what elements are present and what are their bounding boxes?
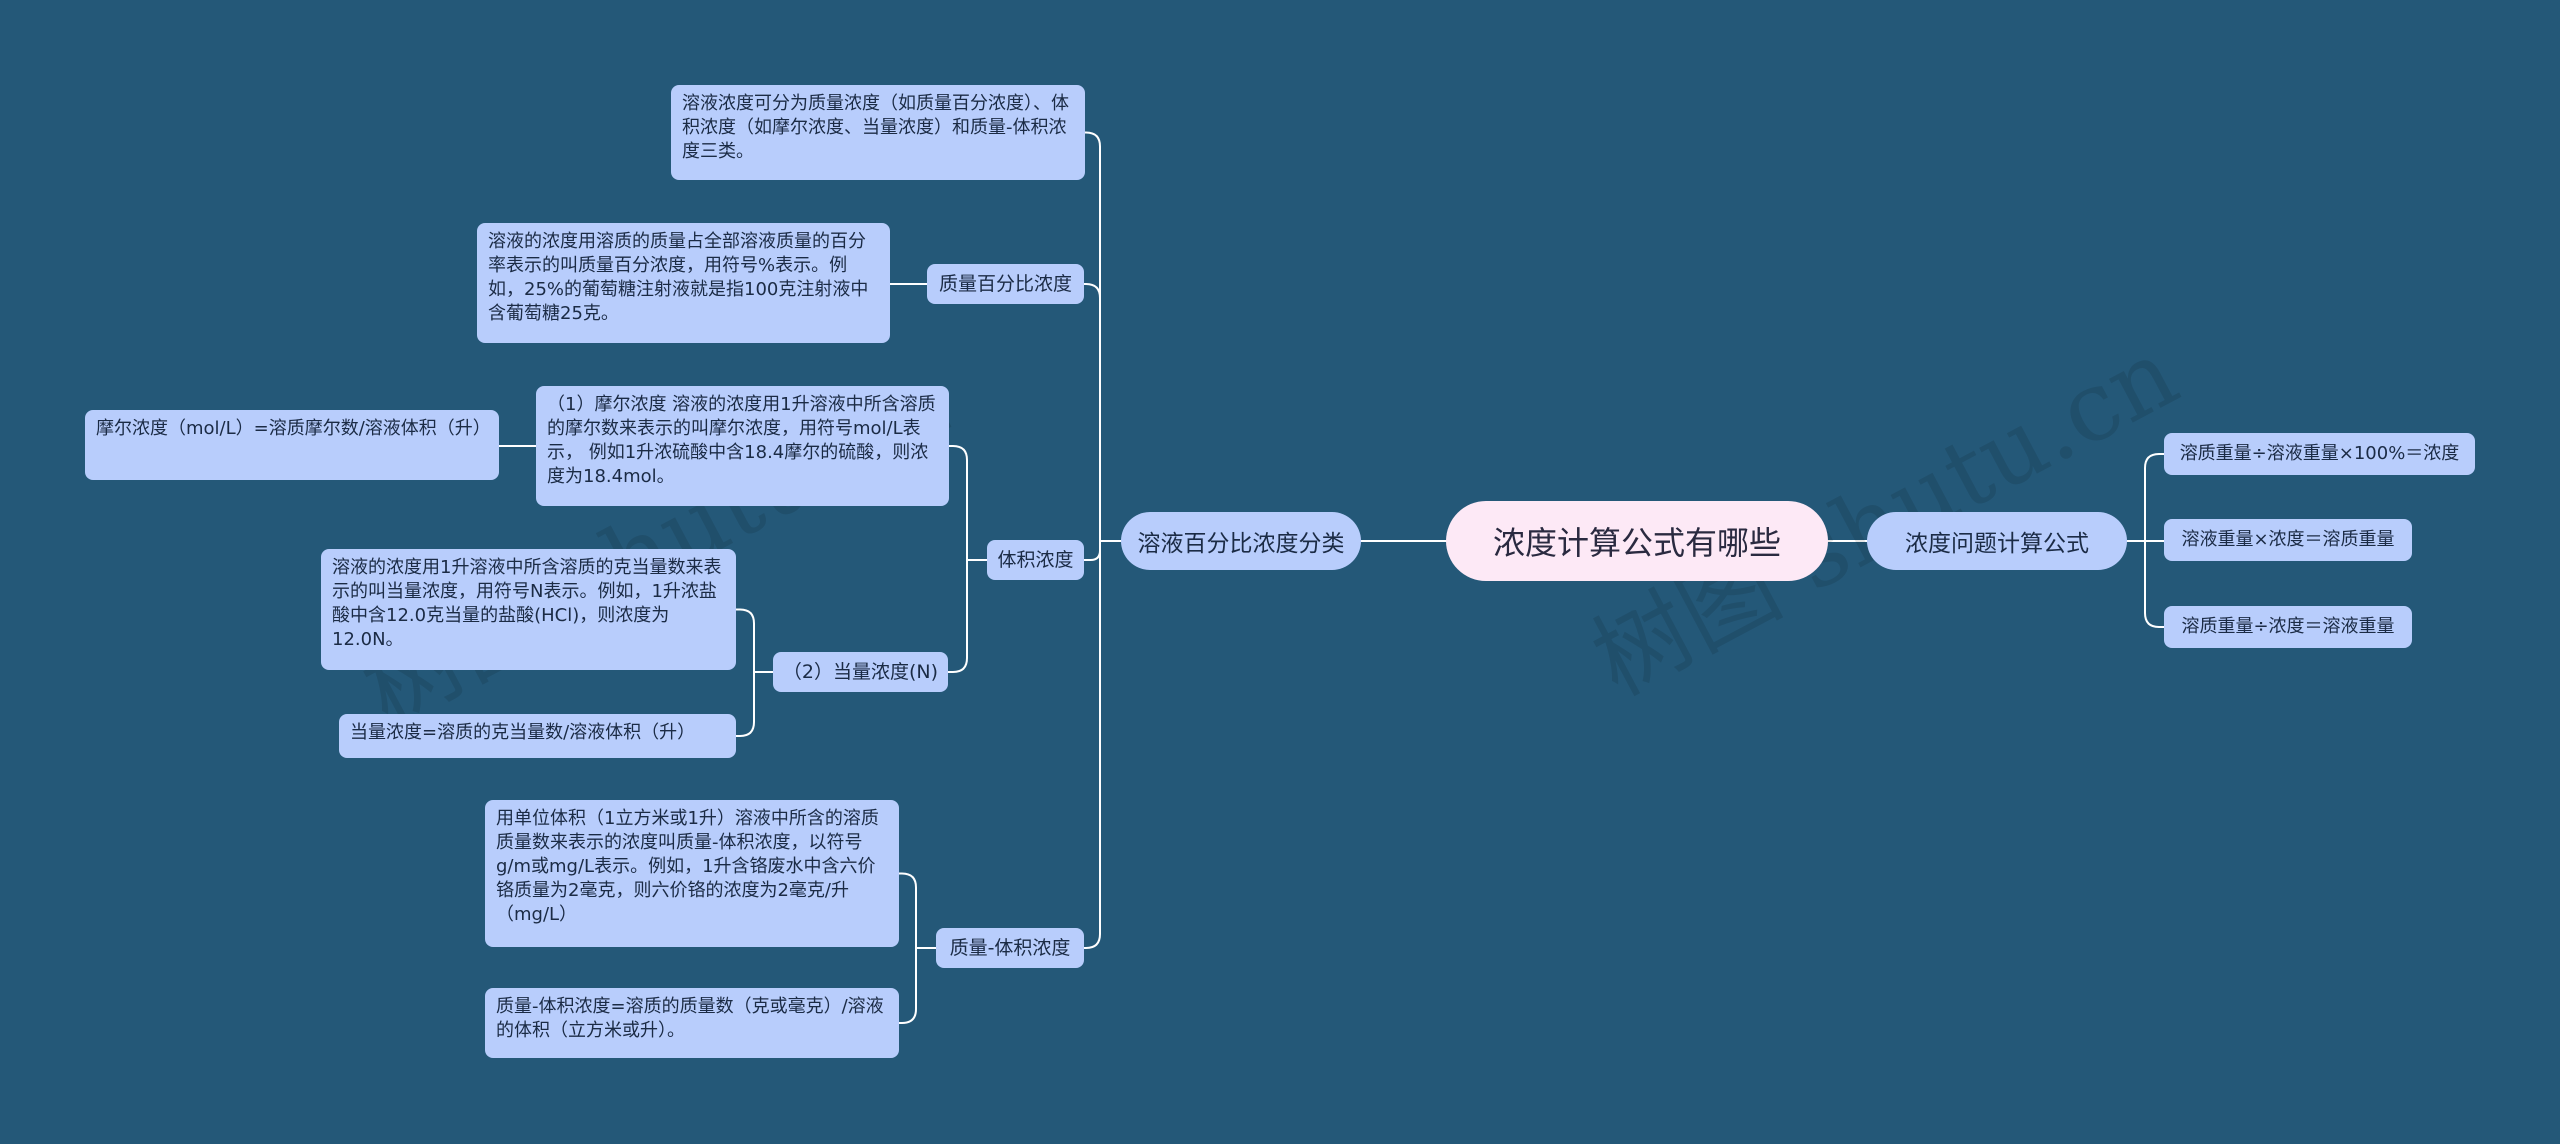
normal-concentration-node[interactable]: （2）当量浓度(N) [773, 652, 948, 692]
mass-percent-desc-node[interactable]: 溶液的浓度用溶质的质量占全部溶液质量的百分率表示的叫质量百分浓度，用符号%表示。… [477, 223, 890, 343]
mass-volume-formula-node[interactable]: 质量-体积浓度=溶质的质量数（克或毫克）/溶液的体积（立方米或升）。 [485, 988, 899, 1058]
molar-desc-node[interactable]: （1）摩尔浓度 溶液的浓度用1升溶液中所含溶质的摩尔数来表示的叫摩尔浓度，用符号… [536, 386, 949, 506]
calculation-formula-node[interactable]: 浓度问题计算公式 [1867, 512, 2127, 570]
mass-volume-link-1 [898, 947, 917, 1024]
left-branch-link-3 [1083, 540, 1101, 949]
mass-volume-link-0 [898, 872, 917, 949]
right-branch-link-2 [2144, 540, 2165, 628]
formula-item-solute-weight[interactable]: 溶液重量×浓度＝溶质重量 [2164, 519, 2412, 561]
molar-formula-node[interactable]: 摩尔浓度（mol/L）=溶质摩尔数/溶液体积（升） [85, 410, 499, 480]
volume-concentration-node[interactable]: 体积浓度 [987, 540, 1084, 580]
formula-item-concentration[interactable]: 溶质重量÷溶液重量×100%＝浓度 [2164, 433, 2475, 475]
intro-node[interactable]: 溶液浓度可分为质量浓度（如质量百分浓度）、体积浓度（如摩尔浓度、当量浓度）和质量… [671, 85, 1085, 180]
normal-desc-node[interactable]: 溶液的浓度用1升溶液中所含溶质的克当量数来表示的叫当量浓度，用符号N表示。例如，… [321, 549, 736, 670]
normal-link-1 [735, 671, 755, 737]
volume-link-1 [947, 559, 968, 673]
left-branch-link-0 [1084, 131, 1101, 542]
mass-percent-node[interactable]: 质量百分比浓度 [927, 264, 1084, 304]
right-branch-link-0 [2144, 453, 2165, 542]
normal-formula-node[interactable]: 当量浓度=溶质的克当量数/溶液体积（升） [339, 714, 736, 758]
root-node[interactable]: 浓度计算公式有哪些 [1446, 501, 1828, 581]
mass-volume-node[interactable]: 质量-体积浓度 [936, 928, 1084, 968]
left-branch-link-2 [1083, 540, 1101, 561]
volume-link-0 [948, 445, 968, 561]
left-branch-link-1 [1083, 283, 1101, 542]
mass-volume-desc-node[interactable]: 用单位体积（1立方米或1升）溶液中所含的溶质质量数来表示的浓度叫质量-体积浓度，… [485, 800, 899, 947]
normal-link-0 [735, 608, 755, 673]
formula-item-solution-weight[interactable]: 溶质重量÷浓度＝溶液重量 [2164, 606, 2412, 648]
percent-classification-node[interactable]: 溶液百分比浓度分类 [1121, 512, 1361, 570]
